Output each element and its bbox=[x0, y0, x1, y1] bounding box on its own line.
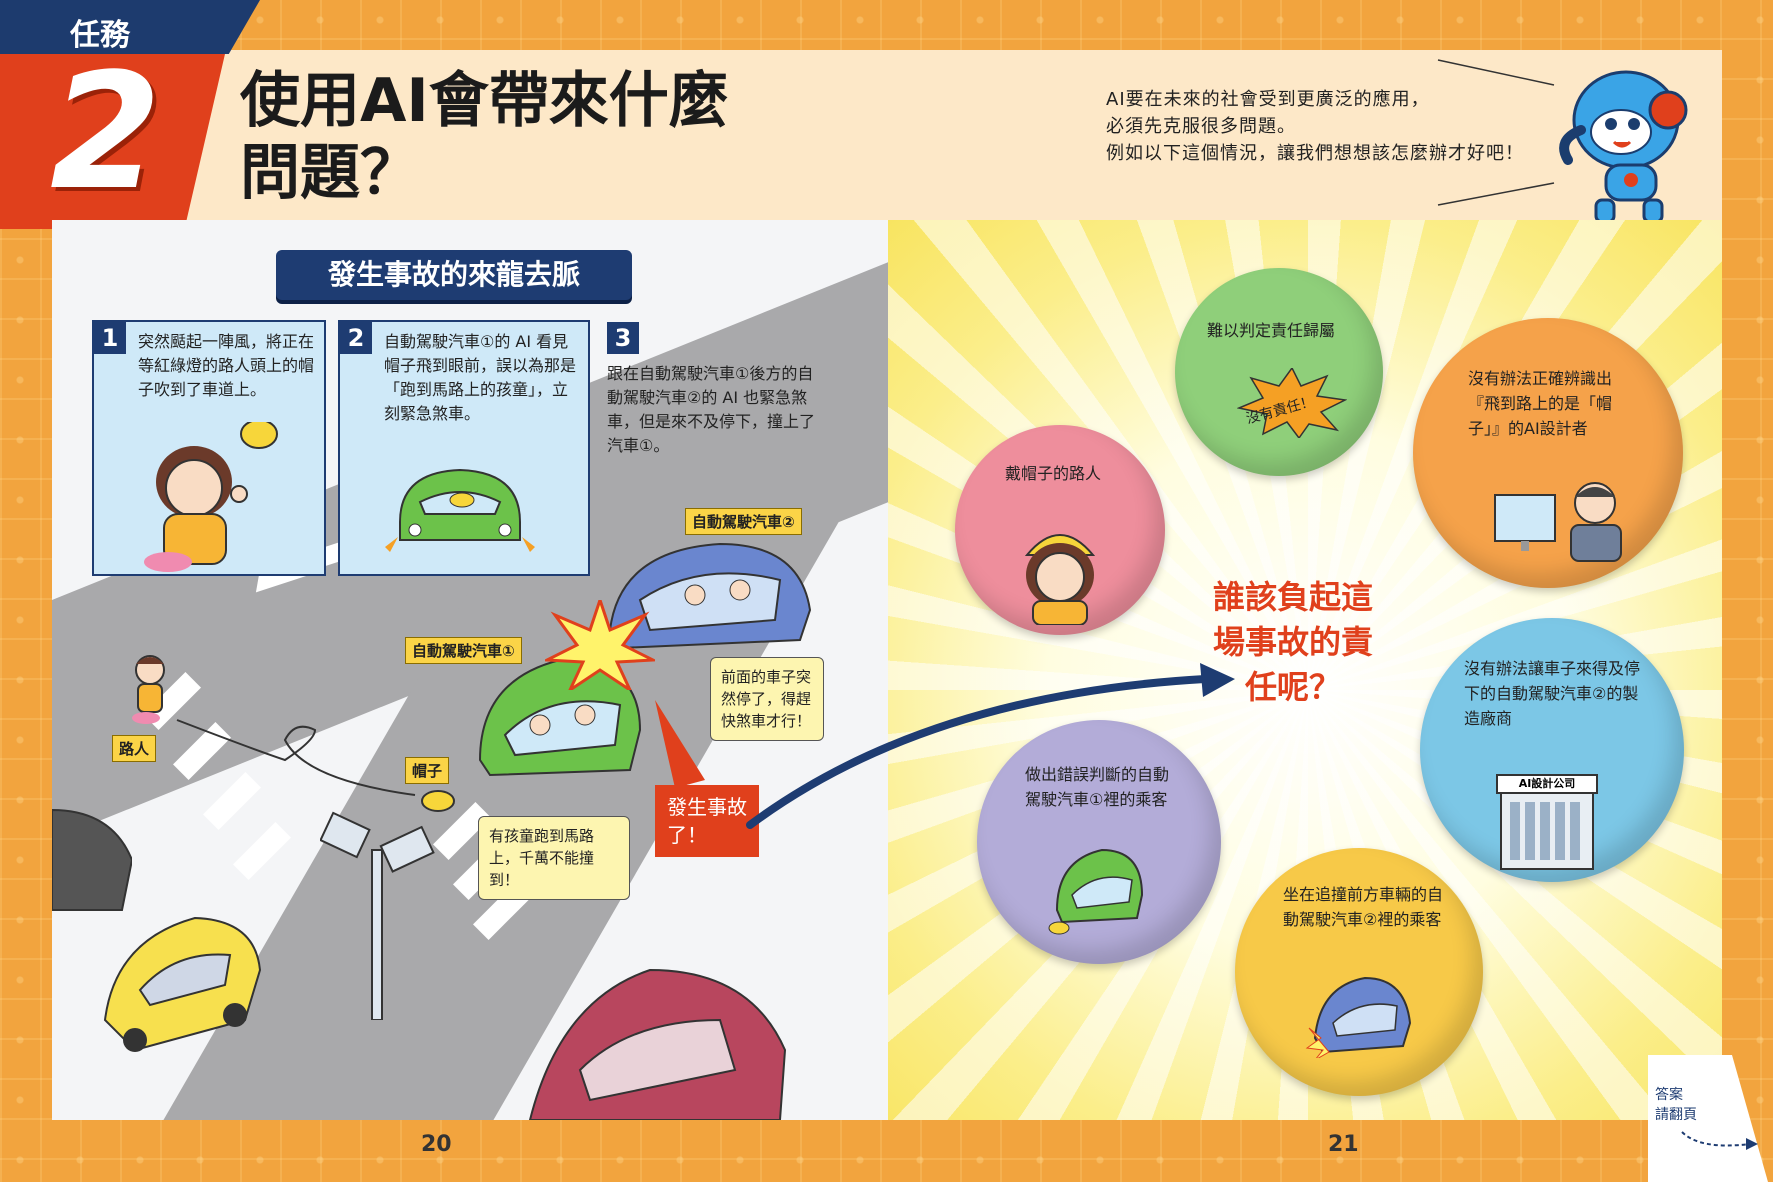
crash-burst-icon bbox=[545, 600, 655, 690]
step-1-number: 1 bbox=[94, 322, 126, 354]
option-pedestrian: 戴帽子的路人 bbox=[955, 425, 1165, 635]
step-3-text: 跟在自動駕駛汽車①後方的自動駕駛汽車②的 AI 也緊急煞車，但是來不及停下，撞上… bbox=[607, 364, 816, 455]
option-no-one: 難以判定責任歸屬 沒有責任！ bbox=[1175, 268, 1383, 476]
page-number-right: 21 bbox=[1328, 1132, 1359, 1157]
task-label-tab: 任務 bbox=[0, 0, 260, 54]
option-passenger-1: 做出錯誤判斷的自動駕駛汽車①裡的乘客 bbox=[977, 720, 1221, 964]
tag-pedestrian: 路人 bbox=[112, 735, 157, 762]
step-1-panel: 1 突然颳起一陣風，將正在等紅綠燈的路人頭上的帽子吹到了車道上。 bbox=[92, 320, 326, 576]
option-passenger-2-text: 坐在追撞前方車輛的自動駕駛汽車②裡的乘客 bbox=[1283, 885, 1444, 929]
intro-line-2: 必須先克服很多問題。 bbox=[1106, 116, 1296, 137]
red-van-illustration bbox=[528, 968, 787, 1120]
intro-line-1: AI要在未來的社會受到更廣泛的應用， bbox=[1106, 89, 1430, 110]
pedestrian-portrait-illustration bbox=[1024, 534, 1096, 625]
option-manufacturer: 沒有辦法讓車子來得及停下的自動駕駛汽車②的製造廠商 AI設計公司 bbox=[1420, 618, 1684, 882]
hat-trajectory-line bbox=[176, 719, 416, 796]
passenger-1-car-illustration bbox=[1048, 848, 1144, 935]
passenger-2-car-illustration bbox=[1305, 976, 1412, 1058]
yellow-car-illustration bbox=[103, 916, 262, 1052]
option-passenger-1-text: 做出錯誤判斷的自動駕駛汽車①裡的乘客 bbox=[1025, 765, 1170, 809]
task-number: 2 bbox=[50, 38, 162, 225]
tag-car-2: 自動駕駛汽車② bbox=[685, 508, 802, 535]
pedestrian-small-illustration bbox=[132, 655, 165, 724]
central-question: 誰該負起這場事故的責任呢？ bbox=[1213, 578, 1374, 706]
company-sign: AI設計公司 bbox=[1496, 774, 1598, 794]
step-2-panel: 2 自動駕駛汽車①的 AI 看見帽子飛到眼前，誤以為那是「跑到馬路上的孩童」，立… bbox=[338, 320, 590, 576]
header-band bbox=[0, 50, 1722, 220]
answer-note[interactable]: 答案 請翻頁 bbox=[1655, 1085, 1697, 1125]
robot-mascot-illustration bbox=[1559, 70, 1688, 224]
accident-callout-pointer bbox=[655, 700, 705, 788]
intro-speech-lines bbox=[1437, 59, 1555, 206]
traffic-light-illustration bbox=[320, 811, 435, 1020]
answer-note-line-1: 答案 bbox=[1655, 1087, 1683, 1103]
option-designer-text: 沒有辦法正確辨識出『飛到路上的是「帽子」』的AI設計者 bbox=[1468, 369, 1613, 438]
answer-note-line-2: 請翻頁 bbox=[1655, 1107, 1697, 1123]
car-2-speech-bubble: 前面的車子突然停了，得趕快煞車才行！ bbox=[710, 657, 824, 741]
page-title: 使用AI會帶來什麼 問題？ bbox=[240, 65, 729, 209]
task-label: 任務 bbox=[70, 18, 130, 53]
page-turn-arrow-icon bbox=[1681, 1131, 1758, 1150]
step-3-number: 3 bbox=[607, 322, 639, 354]
option-pedestrian-text: 戴帽子的路人 bbox=[1005, 464, 1102, 483]
intro-line-3: 例如以下這個情況，讓我們想想該怎麼辦才好吧！ bbox=[1106, 143, 1524, 164]
designer-illustration bbox=[1494, 482, 1622, 562]
accident-callout: 發生事故了！ bbox=[655, 785, 759, 857]
question-arrow bbox=[746, 663, 1235, 829]
car-1-illustration bbox=[478, 658, 642, 777]
option-designer: 沒有辦法正確辨識出『飛到路上的是「帽子」』的AI設計者 bbox=[1413, 318, 1683, 588]
step-2-car-illustration bbox=[385, 468, 535, 552]
section-title: 發生事故的來龍去脈 bbox=[276, 250, 632, 300]
car-1-speech-bubble: 有孩童跑到馬路上，千萬不能撞到！ bbox=[478, 816, 630, 900]
step-2-number: 2 bbox=[340, 322, 372, 354]
tag-hat: 帽子 bbox=[405, 757, 450, 784]
title-line-1: 使用AI會帶來什麼 bbox=[240, 66, 729, 136]
option-no-one-text: 難以判定責任歸屬 bbox=[1207, 321, 1336, 340]
company-building-illustration: AI設計公司 bbox=[1496, 774, 1598, 870]
gray-car-illustration bbox=[52, 808, 132, 911]
option-passenger-2: 坐在追撞前方車輛的自動駕駛汽車②裡的乘客 bbox=[1235, 848, 1483, 1096]
option-manufacturer-text: 沒有辦法讓車子來得及停下的自動駕駛汽車②的製造廠商 bbox=[1464, 659, 1641, 728]
task-number-badge: 2 bbox=[0, 54, 225, 229]
title-line-2: 問題？ bbox=[240, 138, 420, 208]
tag-car-1: 自動駕駛汽車① bbox=[405, 637, 522, 664]
intro-text: AI要在未來的社會受到更廣泛的應用， 必須先克服很多問題。 例如以下這個情況，讓… bbox=[1106, 86, 1524, 167]
page-number-left: 20 bbox=[421, 1132, 452, 1157]
step-2-text: 自動駕駛汽車①的 AI 看見帽子飛到眼前，誤以為那是「跑到馬路上的孩童」，立刻緊… bbox=[384, 332, 577, 423]
step-1-girl-illustration bbox=[144, 422, 278, 572]
step-1-text: 突然颳起一陣風，將正在等紅綠燈的路人頭上的帽子吹到了車道上。 bbox=[138, 332, 315, 399]
hat-icon bbox=[421, 790, 455, 812]
stamp-burst-icon bbox=[1237, 368, 1347, 438]
car-2-illustration bbox=[608, 542, 812, 650]
